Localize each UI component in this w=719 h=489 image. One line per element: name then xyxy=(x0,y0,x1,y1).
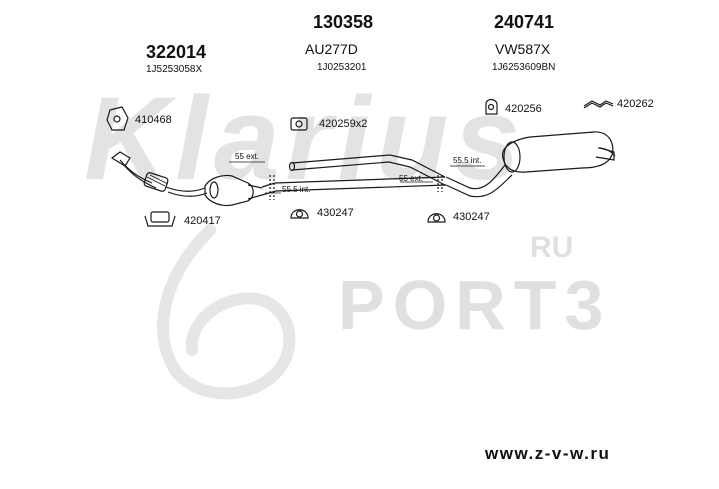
dimension-front-int: 55.5 int. xyxy=(282,185,311,194)
model-code-au277d: AU277D xyxy=(305,41,358,57)
oe-number-1J5253058X: 1J5253058X xyxy=(146,64,203,75)
part-number-240741: 240741 xyxy=(494,12,555,32)
mount-420256-shape xyxy=(485,98,498,115)
middle-pipe xyxy=(288,154,446,186)
oe-number-1J6253609BN: 1J6253609BN xyxy=(492,62,556,73)
label-430247-rear: 430247 xyxy=(453,211,490,223)
front-pipe xyxy=(261,175,447,200)
watermark-ru: RU xyxy=(530,231,574,264)
dimension-front-ext: 55 ext. xyxy=(235,152,260,161)
gasket-430247-mid-shape xyxy=(290,209,309,219)
label-420256: 420256 xyxy=(505,103,542,115)
bracket-410468-shape xyxy=(106,106,129,131)
part-number-322014: 322014 xyxy=(146,42,207,62)
hanger-420262-shape xyxy=(583,100,614,109)
catalytic-converter xyxy=(204,174,263,207)
oe-number-1J0253201: 1J0253201 xyxy=(317,62,367,73)
website-url[interactable]: www.z-v-w.ru xyxy=(485,444,611,463)
dimension-rear-ext: 55 ext. xyxy=(399,174,424,183)
rear-silencer xyxy=(437,131,616,198)
label-420259x2: 420259x2 xyxy=(319,118,368,130)
watermark-port3: PORT3 xyxy=(338,266,612,344)
part-number-130358: 130358 xyxy=(313,12,374,32)
gasket-430247-rear-shape xyxy=(427,213,446,223)
clamp-420417-shape xyxy=(144,211,176,227)
label-430247-mid: 430247 xyxy=(317,207,354,219)
front-downpipe xyxy=(110,151,208,197)
dimension-rear-int: 55.5 int. xyxy=(453,156,482,165)
model-code-vw587x: VW587X xyxy=(495,41,551,57)
rubber-mount-420259-shape xyxy=(290,117,308,131)
label-410468: 410468 xyxy=(135,114,172,126)
label-420417: 420417 xyxy=(184,215,221,227)
label-420262: 420262 xyxy=(617,98,654,110)
